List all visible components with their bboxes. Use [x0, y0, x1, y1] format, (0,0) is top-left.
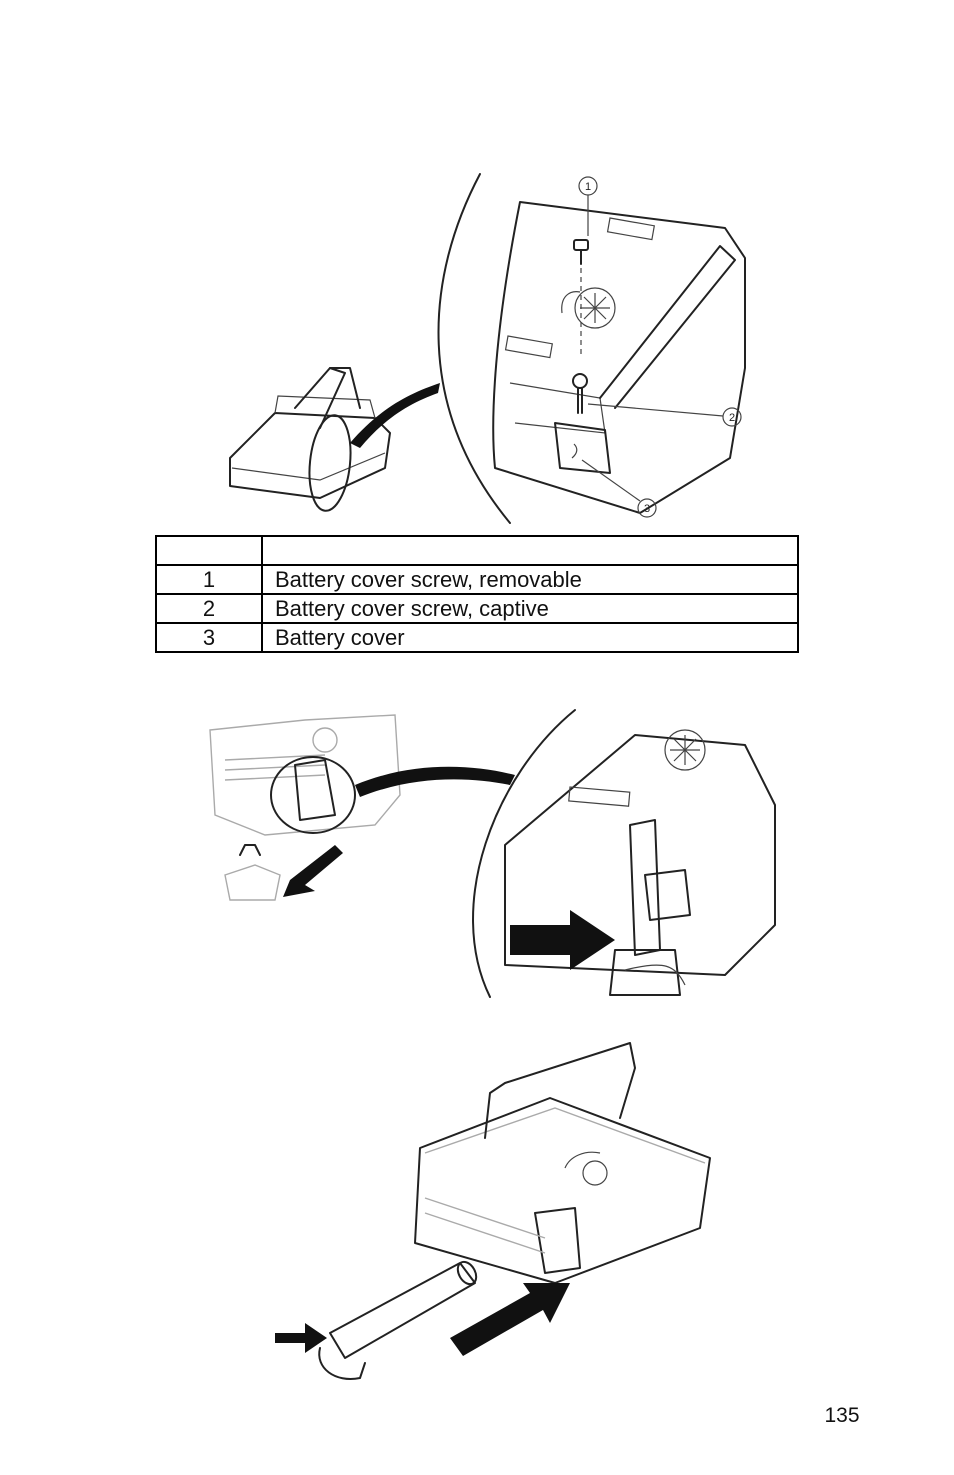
legend-header-row [155, 535, 799, 566]
arrow-icon [450, 1283, 570, 1356]
arrow-icon [510, 910, 615, 970]
svg-text:2: 2 [729, 412, 735, 424]
legend-header-number [155, 535, 263, 566]
arrow-icon [275, 1323, 327, 1353]
device-small-illustration [229, 367, 391, 512]
battery-removal-figure [265, 1038, 725, 1390]
callout-legend-table: 1 Battery cover screw, removable 2 Batte… [155, 535, 799, 653]
battery-pack-illustration [318, 1260, 478, 1380]
detail-boundary-curve [472, 709, 576, 998]
magnify-swoosh [350, 383, 440, 448]
device-detail-illustration [492, 201, 746, 514]
svg-text:1: 1 [585, 181, 591, 193]
magnify-swoosh [355, 766, 515, 797]
removable-screw-illustration [573, 239, 589, 358]
table-row: 1 Battery cover screw, removable [155, 564, 799, 595]
legend-number: 1 [155, 564, 263, 595]
legend-description: Battery cover screw, removable [261, 564, 799, 595]
legend-number: 2 [155, 593, 263, 624]
legend-number: 3 [155, 622, 263, 653]
page-number: 135 [824, 1404, 860, 1427]
callout-2: 2 [587, 403, 742, 427]
arrow-icon [283, 845, 343, 897]
device-detail-illustration [504, 729, 776, 996]
device-illustration [414, 1042, 711, 1284]
device-corner-illustration [209, 714, 401, 901]
battery-cover-removal-figure [205, 705, 790, 1000]
table-row: 2 Battery cover screw, captive [155, 593, 799, 624]
battery-cover-screws-figure: 1 2 3 [210, 168, 770, 532]
svg-text:3: 3 [644, 503, 650, 515]
detail-boundary-curve [437, 173, 511, 524]
legend-description: Battery cover [261, 622, 799, 653]
legend-header-description [261, 535, 799, 566]
table-row: 3 Battery cover [155, 622, 799, 653]
callout-3: 3 [581, 459, 657, 518]
legend-description: Battery cover screw, captive [261, 593, 799, 624]
callout-1: 1 [578, 176, 598, 236]
